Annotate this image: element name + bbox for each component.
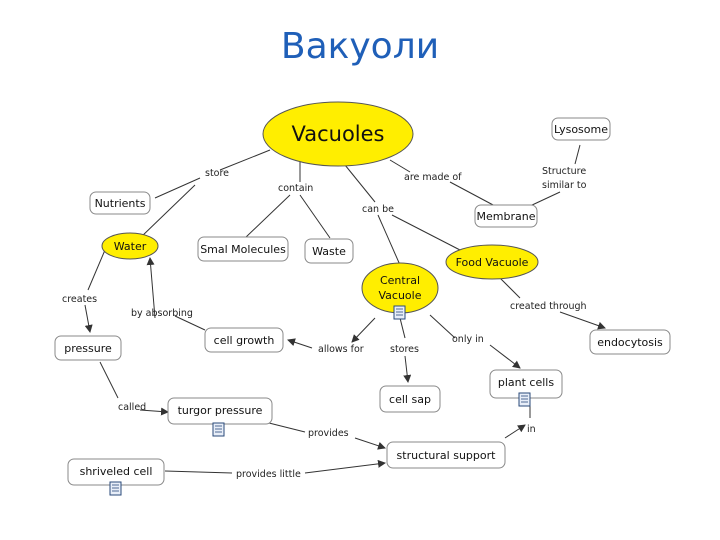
link-contain: contain [278, 183, 313, 194]
document-icon[interactable] [518, 392, 531, 407]
svg-text:structural support: structural support [397, 449, 497, 462]
svg-text:shriveled cell: shriveled cell [80, 465, 153, 478]
document-icon[interactable] [393, 305, 406, 320]
node-food-vacuole: Food Vacuole [445, 244, 539, 280]
svg-text:Smal Molecules: Smal Molecules [200, 243, 286, 256]
node-water: Water [101, 232, 159, 260]
link-in: in [527, 424, 536, 435]
link-by-absorbing: by absorbing [131, 308, 193, 319]
document-icon[interactable] [109, 481, 122, 496]
svg-text:Membrane: Membrane [477, 210, 536, 223]
svg-text:Vacuoles: Vacuoles [291, 122, 384, 146]
node-plant-cells: plant cells [489, 369, 563, 407]
svg-text:turgor pressure: turgor pressure [178, 404, 263, 417]
svg-text:Vacuole: Vacuole [379, 289, 422, 302]
link-called: called [118, 402, 146, 413]
link-only-in: only in [452, 334, 484, 345]
document-icon[interactable] [212, 422, 225, 437]
node-cell-sap: cell sap [379, 385, 441, 413]
node-cell-growth: cell growth [204, 327, 284, 353]
slide-title: Вакуоли [280, 26, 440, 67]
svg-text:cell sap: cell sap [389, 393, 431, 406]
link-allows-for: allows for [318, 344, 364, 355]
link-store: store [205, 168, 229, 179]
node-membrane: Membrane [474, 204, 538, 228]
link-creates: creates [62, 294, 97, 305]
svg-text:Food Vacuole: Food Vacuole [456, 256, 529, 269]
edges [84, 144, 606, 474]
svg-text:endocytosis: endocytosis [597, 336, 663, 349]
node-central-vacuole: Central Vacuole [361, 262, 439, 320]
svg-text:Water: Water [114, 240, 147, 253]
node-lysosome: Lysosome [551, 117, 611, 141]
svg-text:Central: Central [380, 274, 420, 287]
link-created-through: created through [510, 301, 587, 312]
svg-text:pressure: pressure [64, 342, 112, 355]
link-structure: Structure [542, 166, 586, 177]
node-shriveled-cell: shriveled cell [67, 458, 165, 496]
node-nutrients: Nutrients [89, 191, 151, 215]
node-waste: Waste [304, 238, 354, 264]
node-structural-support: structural support [386, 441, 506, 469]
link-provides-little: provides little [236, 469, 301, 480]
node-vacuoles: Vacuoles [262, 101, 414, 167]
node-endocytosis: endocytosis [589, 329, 671, 355]
link-stores: stores [390, 344, 419, 355]
link-labels: store contain are made of Structure simi… [62, 166, 587, 480]
link-similar-to: similar to [542, 180, 587, 191]
link-provides: provides [308, 428, 349, 439]
svg-text:Waste: Waste [312, 245, 346, 258]
node-pressure: pressure [54, 335, 122, 361]
svg-text:Lysosome: Lysosome [554, 123, 608, 136]
node-small-molecules: Smal Molecules [197, 236, 289, 262]
node-turgor-pressure: turgor pressure [167, 397, 273, 437]
svg-text:Nutrients: Nutrients [95, 197, 146, 210]
link-can-be: can be [362, 204, 394, 215]
link-are-made-of: are made of [404, 172, 462, 183]
svg-text:cell growth: cell growth [214, 334, 275, 347]
svg-text:plant cells: plant cells [498, 376, 554, 389]
